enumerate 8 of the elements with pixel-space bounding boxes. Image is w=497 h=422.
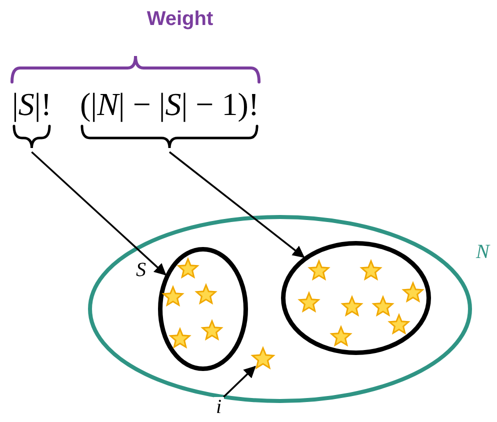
arrow [168,151,305,258]
formula-term: (|N| − |S| − 1)! [80,88,260,120]
title: Weight [146,8,214,31]
set-label: S [136,259,146,282]
set-label: N [476,241,490,264]
arrow [222,366,256,398]
formula-term: |S|! [12,88,52,120]
arrow [31,151,166,276]
